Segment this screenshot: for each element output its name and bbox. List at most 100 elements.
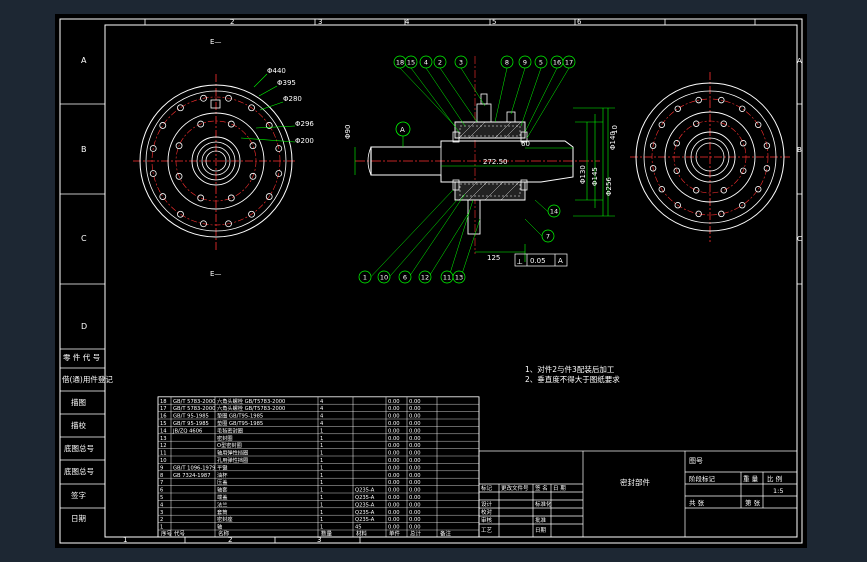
zone-right-A: A (797, 57, 802, 65)
bom-header: 数量 (321, 530, 333, 538)
bom-cell: 0.00 (388, 451, 400, 457)
bom-cell: 1 (320, 436, 323, 442)
rev-h3: 签 名 (535, 484, 548, 492)
balloon: 9 (510, 55, 532, 115)
zone-top-3: 4 (405, 18, 410, 26)
bom-cell: 1 (320, 495, 323, 501)
bom-cell: 0.00 (409, 451, 421, 457)
bom-cell: Q235-A (355, 517, 375, 523)
bom-cell: 0.00 (388, 465, 400, 471)
bom-cell: 0.00 (409, 465, 421, 471)
dim-d280: Φ280 (283, 95, 302, 103)
dim-shaft-dia: Φ90 (344, 125, 352, 139)
svg-text:18: 18 (396, 59, 404, 67)
bolt-hole (740, 167, 747, 174)
bolt-hole (695, 210, 702, 218)
bom-cell: 7 (160, 480, 163, 486)
svg-text:13: 13 (455, 274, 463, 282)
bom-cell: 0.00 (388, 525, 400, 531)
bom-cell: 1 (320, 428, 323, 434)
bom-cell: Q235-A (355, 502, 375, 508)
side-label-2: 借(通)用件登记 (62, 374, 113, 384)
bom-cell: GB/T 1096-1979 (173, 465, 215, 471)
balloon: 2 (433, 55, 478, 123)
bom-cell: 1 (320, 443, 323, 449)
bolt-hole (159, 122, 167, 129)
title-block (478, 450, 798, 538)
bom-cell: 0.00 (388, 480, 400, 486)
bom-cell: 0.00 (409, 414, 421, 420)
bolt-hole (175, 172, 183, 180)
section-view (355, 56, 600, 254)
bom-cell: 0.00 (409, 406, 421, 412)
bom-cell: 0.00 (409, 399, 421, 405)
bolt-hole (200, 94, 207, 102)
bolt-hole (718, 96, 725, 104)
scale-label: 比 例 (767, 474, 782, 483)
side-label-8: 日期 (71, 514, 86, 523)
balloon: 17 (526, 55, 576, 139)
bom-header: 单件 (389, 530, 401, 538)
bom-cell: 3 (160, 510, 163, 516)
left-view (133, 74, 295, 250)
bom-cell: 45 (355, 525, 362, 531)
balloon: 13 (452, 218, 481, 284)
bom-cell: JB/ZQ 4606 (172, 428, 202, 434)
bolt-hole (674, 105, 681, 112)
bom-cell: 垫圈 GB/T95-1985 (217, 412, 263, 420)
balloon: 10 (377, 199, 458, 284)
bom-cell: 1 (320, 473, 323, 479)
bom-cell: 10 (160, 458, 167, 464)
bom-cell: 0.00 (388, 502, 400, 508)
bom-cell: O型密封圈 (217, 441, 242, 449)
bom-cell: 0.00 (409, 458, 421, 464)
svg-text:16: 16 (553, 59, 561, 67)
bom-cell: 0.00 (409, 517, 421, 523)
dim-d296: Φ296 (295, 120, 314, 128)
bom-cell: 法兰 (217, 500, 227, 508)
bom-cell: 1 (320, 480, 323, 486)
bolt-hole (177, 210, 184, 218)
sheet-total: 共 张 (689, 498, 705, 507)
bolt-hole (249, 172, 257, 180)
bom-cell: 11 (160, 451, 167, 457)
balloon: 16 (524, 55, 564, 133)
right-view (630, 72, 790, 242)
section-dims (354, 107, 615, 262)
bolt-hole (649, 165, 657, 172)
bom-cell: 1 (320, 525, 323, 531)
bom-cell: 9 (160, 465, 163, 471)
role-process: 工艺 (481, 527, 493, 534)
bolt-hole (227, 194, 235, 202)
bom-cell: 0.00 (388, 443, 400, 449)
zone-right-B: B (797, 146, 802, 154)
bolt-hole (248, 104, 255, 112)
zone-top-1: 2 (230, 18, 234, 26)
bom-cell: Q235-A (355, 495, 375, 501)
bom-cell: Q235-A (355, 510, 375, 516)
bom-cell: 0.00 (409, 428, 421, 434)
drawing-no-label: 图号 (689, 457, 703, 465)
bolt-hole (248, 210, 255, 218)
bolt-hole (225, 94, 232, 102)
bom-cell: 1 (320, 458, 323, 464)
bom-cell: 密封座 (217, 515, 233, 523)
bom-cell: 压盖 (217, 478, 227, 486)
bom-cell: 0.00 (409, 436, 421, 442)
side-label-6: 底图总号 (64, 466, 94, 476)
bolt-hole (175, 142, 183, 150)
bom-cell: 15 (160, 421, 167, 427)
bom-cell: 4 (160, 502, 164, 508)
note-2: 2、垂直度不得大于图纸要求 (525, 374, 620, 384)
bom-cell: GB/T 5783-2000 (173, 399, 215, 405)
balloon: 6 (398, 193, 466, 284)
zone-left-C: C (81, 234, 87, 243)
bom-cell: 0.00 (388, 488, 400, 494)
bom-cell: 0.00 (409, 443, 421, 449)
svg-text:6: 6 (403, 274, 407, 282)
zone-top-2: 3 (318, 18, 322, 26)
bom-cell: 平键 (217, 463, 227, 471)
bom-cell: 轴用弹性挡圈 (217, 449, 248, 457)
